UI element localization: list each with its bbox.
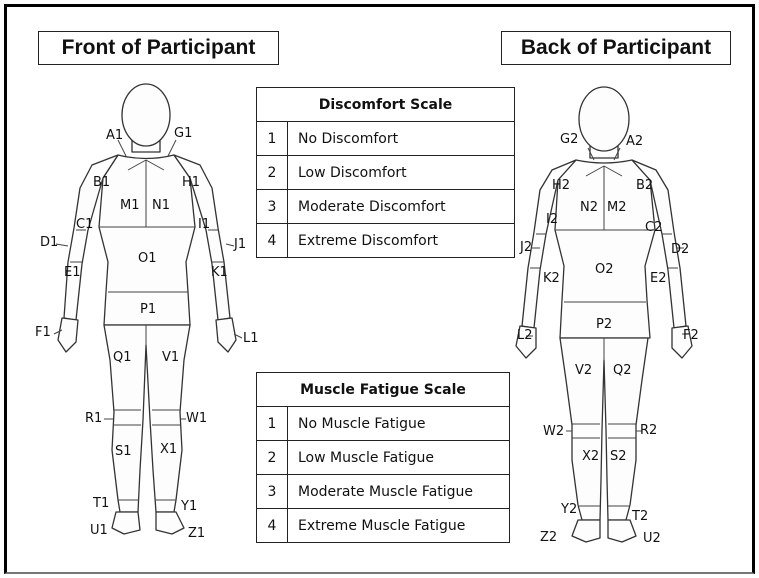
scale-label: Extreme Discomfort: [288, 224, 515, 258]
back-label-v2: V2: [575, 364, 592, 378]
scale-number: 3: [257, 475, 288, 509]
front-label-e1: E1: [64, 266, 81, 280]
front-label-p1: P1: [140, 303, 156, 317]
front-label-a1: A1: [106, 129, 123, 143]
muscle-fatigue-scale-table: Muscle Fatigue Scale 1 No Muscle Fatigue…: [256, 372, 510, 543]
front-label-l1: L1: [243, 332, 259, 346]
front-label-c1: C1: [76, 218, 93, 232]
front-label-k1: K1: [211, 266, 228, 280]
table-row: 1 No Discomfort: [257, 122, 515, 156]
table-row: 3 Moderate Discomfort: [257, 190, 515, 224]
back-head: [579, 87, 629, 151]
back-label-o2: O2: [595, 263, 614, 277]
back-label-s2: S2: [610, 450, 627, 464]
back-label-e2: E2: [650, 272, 667, 286]
scale-number: 4: [257, 509, 288, 543]
back-label-f2: F2: [683, 329, 699, 343]
back-label-x2: X2: [582, 450, 599, 464]
back-label-r2: R2: [640, 424, 657, 438]
table-row: 2 Low Muscle Fatigue: [257, 441, 510, 475]
scale-number: 1: [257, 407, 288, 441]
scale-label: Low Discomfort: [288, 156, 515, 190]
table-row: 4 Extreme Discomfort: [257, 224, 515, 258]
muscle-fatigue-scale-title: Muscle Fatigue Scale: [257, 373, 510, 407]
table-row: 1 No Muscle Fatigue: [257, 407, 510, 441]
scale-label: Low Muscle Fatigue: [288, 441, 510, 475]
scale-label: Extreme Muscle Fatigue: [288, 509, 510, 543]
scale-number: 2: [257, 156, 288, 190]
back-label-y2: Y2: [561, 503, 577, 517]
front-label-j1: J1: [234, 238, 246, 252]
front-label-v1: V1: [162, 351, 179, 365]
back-label-n2: N2: [580, 201, 598, 215]
back-label-j2: J2: [520, 241, 532, 255]
scale-number: 3: [257, 190, 288, 224]
front-label-o1: O1: [138, 252, 157, 266]
back-label-q2: Q2: [613, 364, 632, 378]
scale-label: No Discomfort: [288, 122, 515, 156]
front-label-r1: R1: [85, 412, 102, 426]
back-legs: [560, 338, 648, 520]
back-label-u2: U2: [643, 532, 661, 546]
front-label-i1: I1: [198, 218, 210, 232]
back-label-i2: I2: [546, 213, 558, 227]
table-row: 3 Moderate Muscle Fatigue: [257, 475, 510, 509]
back-label-g2: G2: [560, 133, 578, 147]
back-label-a2: A2: [626, 135, 643, 149]
back-label-k2: K2: [543, 272, 560, 286]
scale-number: 4: [257, 224, 288, 258]
scale-label: Moderate Muscle Fatigue: [288, 475, 510, 509]
back-label-d2: D2: [671, 243, 689, 257]
discomfort-scale-title: Discomfort Scale: [257, 88, 515, 122]
back-label-t2: T2: [632, 510, 648, 524]
back-label-p2: P2: [596, 318, 612, 332]
back-label-h2: H2: [552, 179, 570, 193]
scale-label: No Muscle Fatigue: [288, 407, 510, 441]
scale-label: Moderate Discomfort: [288, 190, 515, 224]
front-label-n1: N1: [152, 199, 170, 213]
front-label-w1: W1: [186, 412, 207, 426]
front-label-y1: Y1: [181, 500, 197, 514]
back-label-w2: W2: [543, 425, 564, 439]
table-header-row: Discomfort Scale: [257, 88, 515, 122]
back-left-foot: [572, 520, 600, 542]
scale-number: 1: [257, 122, 288, 156]
front-label-q1: Q1: [113, 351, 132, 365]
front-label-x1: X1: [160, 443, 177, 457]
front-label-f1: F1: [35, 326, 51, 340]
front-label-t1: T1: [93, 497, 109, 511]
back-label-c2: C2: [645, 221, 662, 235]
back-label-z2: Z2: [540, 531, 557, 545]
table-header-row: Muscle Fatigue Scale: [257, 373, 510, 407]
front-label-g1: G1: [174, 127, 192, 141]
back-label-m2: M2: [607, 201, 627, 215]
front-label-d1: D1: [40, 236, 58, 250]
front-label-m1: M1: [120, 199, 140, 213]
front-label-z1: Z1: [188, 527, 205, 541]
front-label-s1: S1: [115, 445, 132, 459]
discomfort-scale-table: Discomfort Scale 1 No Discomfort 2 Low D…: [256, 87, 515, 258]
scale-number: 2: [257, 441, 288, 475]
front-label-u1: U1: [90, 524, 108, 538]
table-row: 2 Low Discomfort: [257, 156, 515, 190]
table-row: 4 Extreme Muscle Fatigue: [257, 509, 510, 543]
front-label-h1: H1: [182, 176, 200, 190]
back-label-b2: B2: [636, 179, 653, 193]
back-label-l2: L2: [517, 329, 533, 343]
front-label-b1: B1: [93, 176, 110, 190]
